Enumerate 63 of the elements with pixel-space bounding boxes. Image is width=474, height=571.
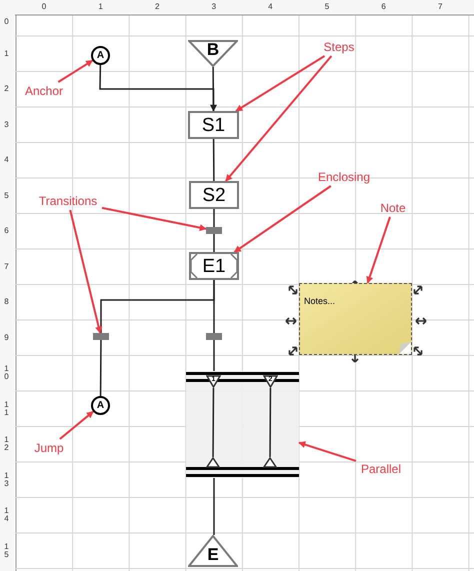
row-number: 15 <box>3 542 10 559</box>
flow-line <box>213 478 215 535</box>
annotation-text: Transitions <box>34 192 102 210</box>
flow-line <box>212 139 215 181</box>
annotation-arrow <box>235 55 326 112</box>
annotation-arrow <box>298 441 356 462</box>
column-number: 7 <box>436 3 444 11</box>
step-box: S2 <box>189 181 239 209</box>
row-number: 4 <box>3 156 10 164</box>
row-number: 7 <box>3 262 10 271</box>
column-number: 4 <box>267 3 274 11</box>
annotation-arrow <box>234 185 332 253</box>
row-number: 9 <box>3 334 10 342</box>
annotation-text: Steps <box>318 38 360 56</box>
annotation-text: Parallel <box>356 460 406 478</box>
branch-triangle <box>263 457 277 468</box>
annotation-arrow <box>69 210 102 334</box>
enclosing-step-box: E1 <box>189 252 239 280</box>
annotation-text: Anchor <box>20 82 68 100</box>
row-number: 14 <box>3 507 10 524</box>
row-number: 6 <box>3 227 10 236</box>
end-triangle: E <box>188 535 238 567</box>
row-number: 10 <box>3 365 10 382</box>
row-number: 12 <box>3 436 10 452</box>
transition-bar <box>206 333 222 340</box>
flow-line <box>213 234 215 252</box>
flow-line <box>213 340 215 371</box>
annotation-text: Note <box>376 199 410 217</box>
flow-line <box>213 280 215 333</box>
column-number: 1 <box>97 3 104 11</box>
row-number: 8 <box>3 298 10 306</box>
column-number: 0 <box>40 3 48 11</box>
column-number: 3 <box>210 3 218 11</box>
flow-line <box>212 388 214 457</box>
row-number: 1 <box>3 50 10 58</box>
column-number: 5 <box>324 3 330 11</box>
annotation-text: Jump <box>28 439 70 457</box>
flow-line <box>100 340 102 396</box>
row-number: 3 <box>3 120 10 129</box>
sticky-note: Notes... <box>299 283 412 355</box>
annotation-arrow <box>102 206 207 232</box>
column-number: 2 <box>154 3 160 11</box>
row-number: 13 <box>3 472 10 488</box>
transition-bar <box>206 227 222 234</box>
row-number: 5 <box>3 192 10 200</box>
begin-triangle: B <box>188 40 238 67</box>
row-number: 2 <box>3 85 10 94</box>
annotation-text: Enclosing <box>313 168 375 186</box>
flow-line <box>269 388 272 457</box>
annotation-arrow <box>58 60 94 83</box>
parallel-branch-region <box>186 371 299 478</box>
flow-line <box>99 64 217 112</box>
transition-bar <box>93 333 109 340</box>
row-number: 0 <box>3 18 10 26</box>
annotation-arrow <box>59 410 94 440</box>
flow-line <box>212 67 214 111</box>
row-number: 11 <box>3 400 10 417</box>
annotation-arrow <box>366 216 391 284</box>
flow-line <box>213 209 215 227</box>
step-box: S1 <box>188 111 239 139</box>
annotation-arrow <box>225 55 332 182</box>
column-number: 6 <box>380 3 387 11</box>
branch-triangle <box>206 457 220 468</box>
